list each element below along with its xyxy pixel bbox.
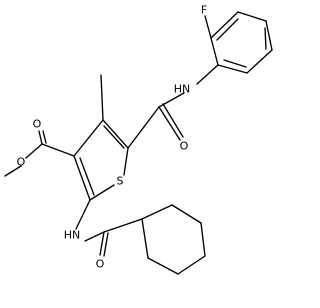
bond [123, 147, 129, 176]
bond [237, 11, 267, 22]
bond [210, 37, 219, 66]
cyclohexane-ring [141, 204, 206, 275]
bond [141, 218, 149, 259]
bond-carbonyl-o-double [162, 103, 184, 138]
atom-amide-oxygen-bottom: O [96, 258, 105, 271]
atom-amide-oxygen-top: O [180, 140, 189, 153]
bond-c-f [204, 15, 212, 39]
bond-inner [103, 125, 125, 149]
bond [147, 257, 179, 275]
bond-aryl-n [196, 64, 219, 85]
atom-ester-carbonyl-oxygen: O [33, 118, 42, 131]
bond [171, 204, 202, 224]
bond-carbonyl-o [158, 106, 181, 141]
bond [141, 204, 173, 220]
atom-ester-ether-oxygen: O [17, 156, 26, 169]
bond [217, 64, 248, 74]
bond-ring-ester [41, 143, 75, 157]
thiophene-ring [73, 119, 129, 201]
bond-carbonyl-o [99, 231, 105, 256]
bond [177, 255, 206, 275]
bond-inner [264, 27, 267, 50]
bond-inner [223, 59, 247, 68]
bond-ester-ether [25, 143, 43, 159]
atom-amide-nh-top: HN [174, 83, 191, 96]
bond [89, 184, 115, 201]
bond [210, 11, 239, 39]
bond-ester-o [38, 130, 43, 145]
atom-fluorine: F [201, 4, 207, 17]
bond-inner [79, 157, 95, 196]
bond [73, 155, 91, 201]
bond-methyl [100, 74, 104, 121]
bond-inner [216, 18, 239, 41]
fluorophenyl-ring [210, 11, 273, 74]
bond [102, 119, 129, 149]
bond [246, 49, 273, 74]
bond [73, 119, 104, 157]
atom-thiophene-sulfur: S [117, 175, 124, 188]
bond-carbonyl-ring [103, 218, 143, 233]
bond-carbonyl-o-double [103, 232, 109, 257]
atom-amide-nh-bottom: HN [64, 229, 81, 242]
bond-n-carbonyl [84, 231, 105, 242]
bond-ester-o-double [42, 130, 47, 144]
bond-ether-methyl [4, 165, 22, 177]
bond-ring-n [75, 199, 91, 230]
bond [200, 222, 206, 257]
molecule-diagram: F HN O O O S HN O [4, 4, 273, 275]
bond [265, 20, 273, 51]
bond-carbonyl-ring [127, 106, 160, 149]
